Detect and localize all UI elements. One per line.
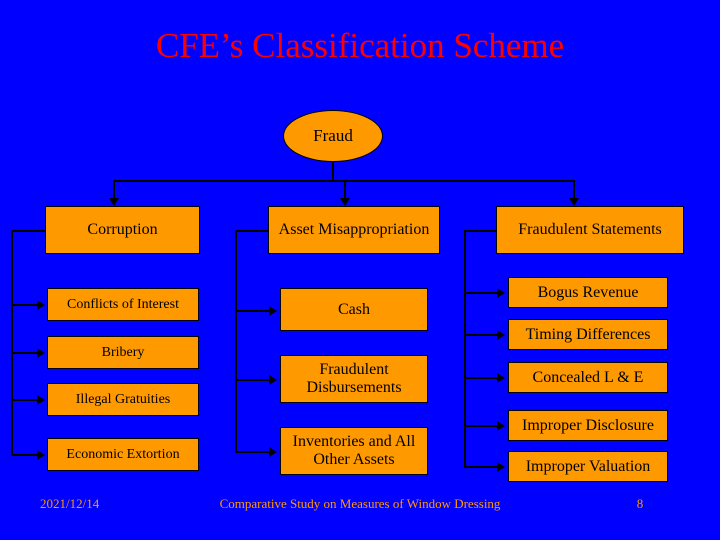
node-concealed-l-and-e: Concealed L & E: [508, 362, 668, 393]
arrow-conflicts-of-interest: [37, 300, 45, 310]
connector-branch-timing-differences: [464, 334, 497, 336]
footer-subject: Comparative Study on Measures of Window …: [219, 496, 501, 511]
arrow-concealed-l-and-e: [497, 373, 505, 383]
node-inventories-all-other-assets: Inventories and All Other Assets: [280, 427, 428, 475]
node-improper-disclosure: Improper Disclosure: [508, 410, 668, 441]
connector-branch-cash: [235, 310, 269, 312]
connector-branch-improper-valuation: [464, 466, 497, 468]
connector-stub-corruption-header: [11, 230, 45, 232]
connector-branch-fraudulent-disbursements: [235, 379, 269, 381]
connector-stub-asset-header: [235, 230, 268, 232]
node-conflicts-of-interest: Conflicts of Interest: [47, 288, 199, 321]
connector-spine-statements: [464, 230, 466, 467]
connector-branch-concealed: [464, 377, 497, 379]
footer-date: 2021/12/14: [40, 496, 100, 511]
connector-drop-asset: [344, 180, 346, 200]
node-cash: Cash: [280, 288, 428, 331]
connector-spine-corruption: [11, 230, 13, 455]
arrow-illegal-gratuities: [37, 395, 45, 405]
connector-spine-asset: [235, 230, 237, 452]
node-bogus-revenue: Bogus Revenue: [508, 277, 668, 308]
page-title: CFE’s Classification Scheme: [155, 26, 565, 65]
connector-branch-improper-disclosure: [464, 425, 497, 427]
node-economic-extortion: Economic Extortion: [47, 438, 199, 471]
connector-branch-conflicts: [11, 304, 37, 306]
arrow-down-statements: [569, 198, 579, 206]
connector-branch-bribery: [11, 352, 37, 354]
connector-stub-statements-header: [464, 230, 496, 232]
connector-branch-economic-extortion: [11, 454, 37, 456]
connector-drop-corruption: [113, 180, 115, 200]
node-bribery: Bribery: [47, 336, 199, 369]
footer-page-number: 8: [636, 496, 644, 511]
arrow-cash: [269, 306, 277, 316]
arrow-fraudulent-disbursements: [269, 375, 277, 385]
node-corruption: Corruption: [45, 206, 200, 254]
connector-branch-illegal-gratuities: [11, 399, 37, 401]
arrow-improper-disclosure: [497, 421, 505, 431]
node-fraudulent-disbursements: Fraudulent Disbursements: [280, 355, 428, 403]
arrow-bribery: [37, 348, 45, 358]
node-fraud: Fraud: [283, 110, 383, 162]
node-fraudulent-statements: Fraudulent Statements: [496, 206, 684, 254]
arrow-down-corruption: [109, 198, 119, 206]
arrow-down-asset: [340, 198, 350, 206]
arrow-inventories: [269, 447, 277, 457]
node-improper-valuation: Improper Valuation: [508, 451, 668, 482]
connector-branch-inventories: [235, 451, 269, 453]
node-illegal-gratuities: Illegal Gratuities: [47, 383, 199, 416]
arrow-economic-extortion: [37, 450, 45, 460]
connector-drop-statements: [573, 180, 575, 200]
connector-branch-bogus-revenue: [464, 292, 497, 294]
node-timing-differences: Timing Differences: [508, 319, 668, 350]
connector-root-vertical: [332, 162, 334, 180]
arrow-timing-differences: [497, 330, 505, 340]
node-asset-misappropriation: Asset Misappropriation: [268, 206, 440, 254]
arrow-improper-valuation: [497, 462, 505, 472]
arrow-bogus-revenue: [497, 288, 505, 298]
